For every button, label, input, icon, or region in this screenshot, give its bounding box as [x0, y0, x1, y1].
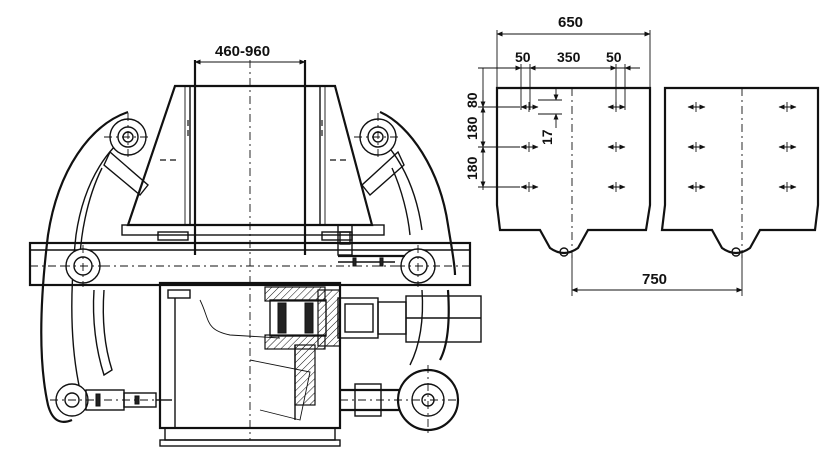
- left-top-pin: [104, 113, 152, 161]
- slot-marker: [687, 182, 706, 192]
- dim-label-opening: 460-960: [215, 43, 270, 60]
- plate-right: [660, 86, 820, 260]
- dim-label-750: 750: [642, 271, 667, 288]
- dimension-plate-spacing: 750: [571, 255, 743, 296]
- beam-right-pin: [397, 245, 439, 287]
- left-clamp-arm: [40, 110, 149, 423]
- sensor-bracket: [337, 224, 405, 267]
- slot-marker: [520, 142, 539, 152]
- beam-left-pin: [62, 245, 104, 287]
- dimension-vertical: 80 180 180: [464, 67, 520, 190]
- dim-label-17: 17: [539, 129, 555, 145]
- right-cylinder: [340, 365, 460, 435]
- elevation-view: 460-960: [28, 43, 482, 447]
- dimension-hole-spacing: 50 350 50: [505, 49, 640, 110]
- left-cylinder: [50, 383, 172, 417]
- dim-label-80: 80: [464, 92, 480, 108]
- main-beam: [28, 241, 472, 287]
- dimension-opening: 460-960: [194, 43, 306, 65]
- dim-label-180-bot: 180: [464, 156, 480, 180]
- slot-marker: [778, 142, 797, 152]
- dim-label-50-left: 50: [515, 49, 531, 65]
- plate-left: [495, 86, 652, 260]
- slot-marker: [778, 102, 797, 112]
- dim-label-50-right: 50: [606, 49, 622, 65]
- slot-marker: [778, 182, 797, 192]
- slot-marker: [687, 102, 706, 112]
- slot-marker: [520, 182, 539, 192]
- slots-plate-right: [687, 102, 797, 192]
- right-top-pin: [354, 113, 402, 161]
- dimension-offset: 17: [538, 88, 562, 145]
- slot-marker: [607, 182, 626, 192]
- drive-assembly: [264, 286, 482, 420]
- slot-marker: [607, 142, 626, 152]
- slot-marker: [607, 102, 626, 112]
- plate-layout-view: 650 50 350 50 80 180: [464, 14, 820, 296]
- center-opening: [193, 60, 307, 440]
- dim-label-650: 650: [558, 14, 583, 31]
- dim-label-350: 350: [557, 49, 581, 65]
- slots-plate-left: [520, 102, 626, 192]
- dim-label-180-mid: 180: [464, 116, 480, 140]
- top-housing: [121, 84, 385, 241]
- slot-marker: [687, 142, 706, 152]
- dimension-plate-width: 650: [496, 14, 651, 88]
- slot-marker: [520, 102, 539, 112]
